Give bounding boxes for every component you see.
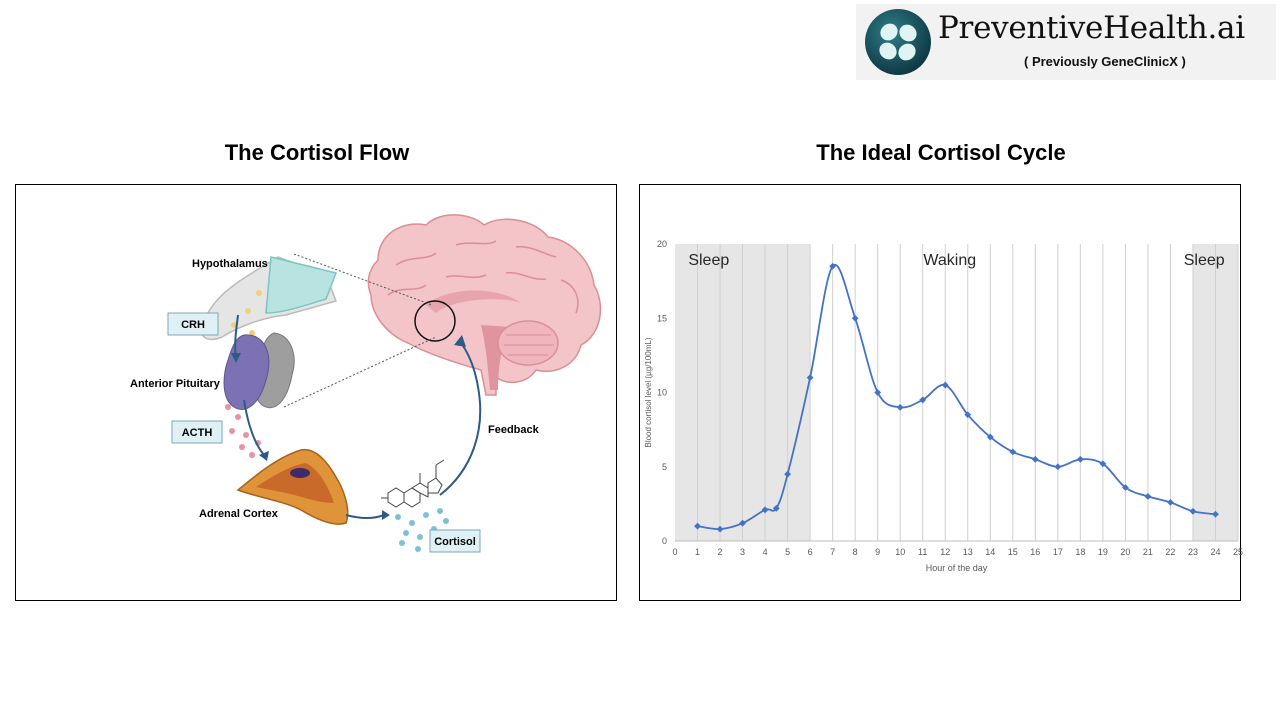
data-point [896,403,904,411]
y-axis-title: Blood cortisol level (µg/100mL) [644,337,653,447]
x-tick-label: 11 [918,547,927,557]
cortisol-flow-panel: Hypothalamus CRH Anterior Pituitary ACTH… [15,184,617,601]
cortisol-label: Cortisol [434,536,476,548]
x-tick-label: 20 [1120,547,1130,557]
y-tick-label: 20 [657,239,667,249]
x-tick-label: 25 [1233,547,1243,557]
region-label-1: Waking [923,252,976,269]
cortisol-molecule-icon [381,459,445,508]
cortisol-flow-title: The Cortisol Flow [224,140,410,165]
x-tick-label: 16 [1030,547,1040,557]
data-point [1076,455,1084,463]
hypothalamus-illustration [200,256,338,354]
x-tick-label: 7 [830,547,835,557]
y-tick-label: 0 [662,536,667,546]
x-tick-label: 19 [1098,547,1108,557]
data-point [784,470,791,478]
y-tick-label: 10 [657,388,667,398]
adrenal-cortex-label: Adrenal Cortex [199,508,279,520]
x-tick-label: 22 [1165,547,1175,557]
acth-label: ACTH [182,427,213,439]
x-tick-label: 3 [740,547,745,557]
data-point [1167,498,1174,506]
x-tick-label: 21 [1143,547,1153,557]
x-axis-title: Hour of the day [926,563,988,573]
data-point [851,314,859,322]
data-point [694,522,701,530]
x-tick-label: 23 [1188,547,1198,557]
x-tick-label: 17 [1053,547,1063,557]
x-tick-label: 4 [763,547,768,557]
data-point [1099,460,1107,468]
brain-illustration [367,214,602,396]
x-tick-label: 6 [808,547,813,557]
x-tick-label: 24 [1210,547,1220,557]
data-point [772,504,780,512]
brand-logo: PreventiveHealth.ai ( Previously GeneCli… [856,4,1276,80]
cortisol-cycle-title: The Ideal Cortisol Cycle [816,140,1066,165]
feedback-label: Feedback [488,424,540,436]
x-tick-label: 5 [785,547,790,557]
data-point [761,506,769,514]
adrenal-cortex-illustration [236,448,349,525]
logo-clover-icon [865,9,931,75]
x-tick-label: 2 [718,547,723,557]
y-tick-label: 5 [662,462,667,472]
data-point [1009,448,1017,456]
region-label-2: Sleep [1184,252,1225,269]
brand-name: PreventiveHealth.ai [938,10,1245,46]
brand-subtitle: ( Previously GeneClinicX ) [1024,54,1186,69]
data-point [1144,493,1152,500]
cortisol-label-box [429,529,481,553]
data-point [1031,455,1039,463]
x-tick-label: 15 [1008,547,1018,557]
x-tick-label: 9 [875,547,880,557]
x-tick-label: 13 [963,547,973,557]
data-point [1054,463,1062,471]
x-tick-label: 12 [940,547,950,557]
x-tick-label: 14 [985,547,995,557]
crh-label-box [167,312,219,336]
anterior-pituitary-label: Anterior Pituitary [130,378,221,390]
x-tick-label: 1 [695,547,700,557]
data-point [874,389,882,396]
acth-label-box [171,420,223,444]
y-tick-label: 15 [657,313,667,323]
x-tick-label: 8 [853,547,858,557]
x-tick-label: 18 [1075,547,1085,557]
hypothalamus-label: Hypothalamus [192,258,268,270]
crh-label: CRH [181,319,205,331]
x-tick-label: 0 [672,547,677,557]
x-tick-label: 10 [895,547,905,557]
cortisol-flow-diagram: Hypothalamus CRH Anterior Pituitary ACTH… [130,214,602,553]
data-point [964,411,972,419]
region-label-0: Sleep [688,252,729,269]
